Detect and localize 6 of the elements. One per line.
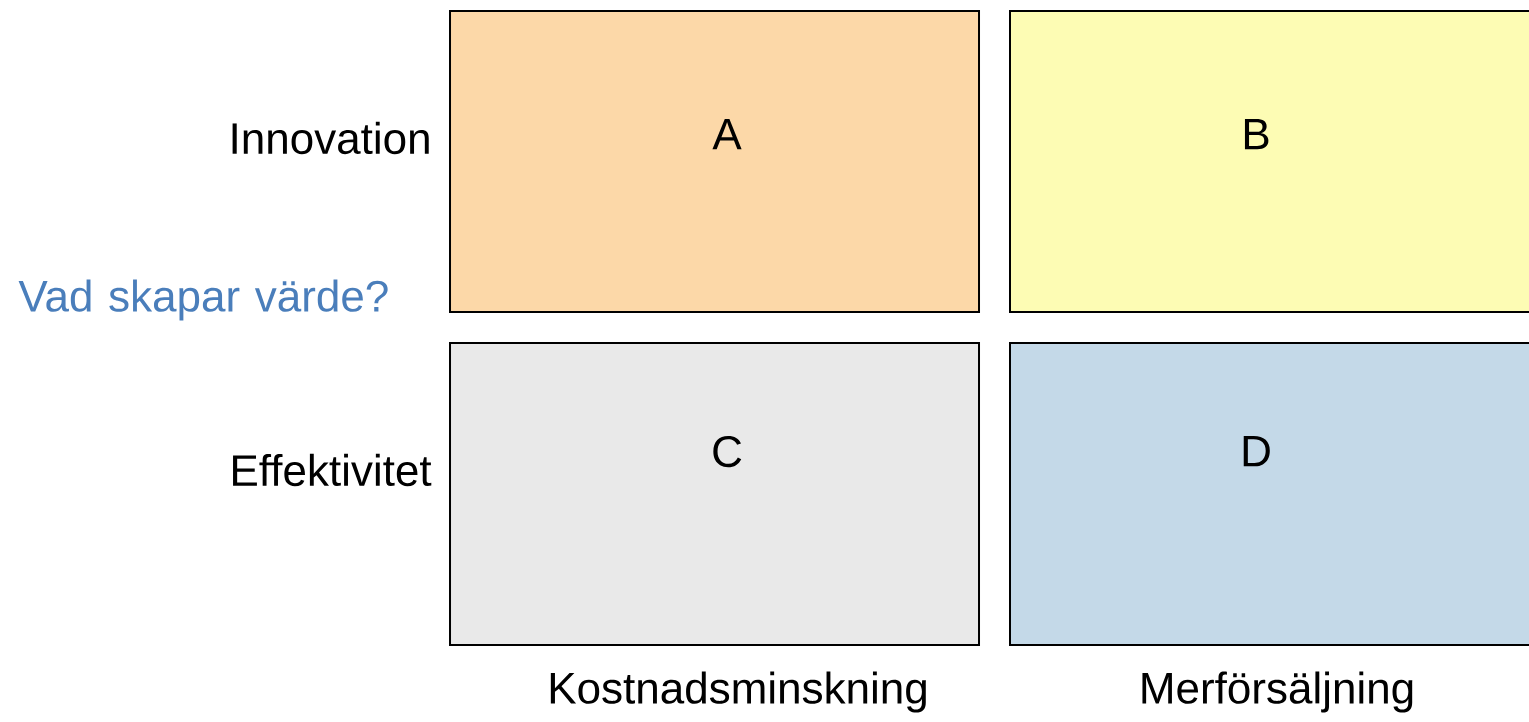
axis-label: Kostnadsminskning bbox=[550, 671, 926, 713]
quadrant-box: A bbox=[449, 10, 980, 313]
axis-title: Vad skapar värde? bbox=[18, 279, 388, 321]
quadrant-box: B bbox=[1009, 10, 1529, 313]
quadrant-box: D bbox=[1009, 342, 1529, 646]
quadrant-box: C bbox=[449, 342, 980, 646]
